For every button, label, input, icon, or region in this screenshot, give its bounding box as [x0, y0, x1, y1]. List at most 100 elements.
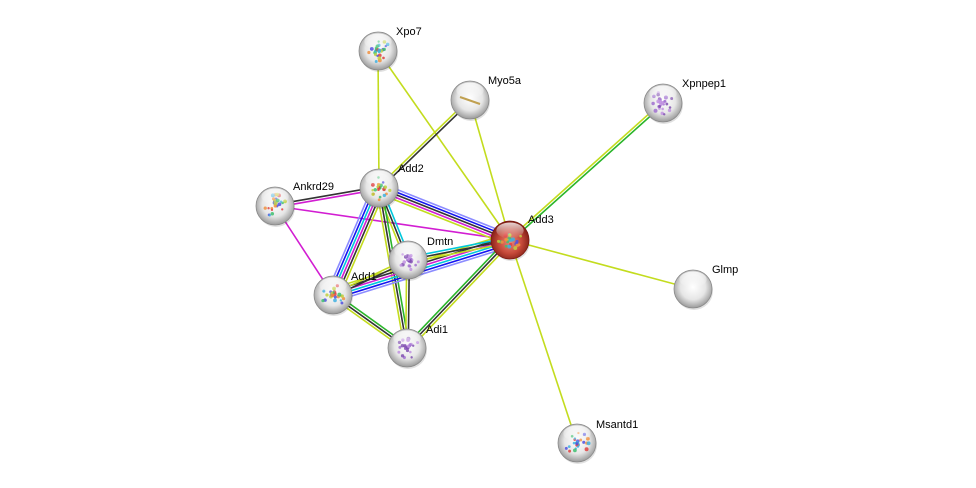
- node-add1[interactable]: Add1: [313, 271, 377, 316]
- structure-glyph: [398, 345, 402, 349]
- node-gloss: [364, 33, 392, 50]
- structure-glyph: [409, 267, 413, 272]
- edge-evidence-textmining: [469, 99, 511, 241]
- edge-evidence-textmining: [377, 98, 470, 188]
- structure-glyph: [667, 108, 672, 113]
- edge-evidence-neighborhood: [404, 237, 509, 347]
- structure-glyph: [665, 102, 669, 106]
- structure-glyph: [568, 449, 572, 453]
- structure-glyph: [263, 206, 267, 210]
- structure-glyph: [572, 441, 576, 445]
- structure-glyph: [340, 294, 344, 298]
- node-adi1[interactable]: Adi1: [387, 324, 448, 369]
- node-glmp[interactable]: Glmp: [673, 264, 738, 310]
- edge-evidence-coexpression: [406, 239, 511, 349]
- node-ankrd29[interactable]: Ankrd29: [255, 181, 334, 227]
- node-label: Myo5a: [488, 75, 522, 87]
- edge-evidence-textmining: [377, 50, 511, 241]
- node-label: Add2: [398, 163, 424, 175]
- edge-myo5a-add2[interactable]: [377, 98, 472, 190]
- edge-add2-add3[interactable]: [376, 182, 513, 246]
- structure-glyph: [662, 102, 665, 105]
- structure-glyph: [376, 54, 379, 58]
- node-xpo7[interactable]: Xpo7: [358, 26, 422, 72]
- structure-glyph: [281, 208, 284, 211]
- structure-glyph: [333, 298, 337, 303]
- structure-glyph: [504, 244, 508, 248]
- structure-glyph: [515, 243, 519, 248]
- structure-glyph: [567, 445, 571, 448]
- structure-glyph: [575, 442, 579, 445]
- structure-glyph: [371, 192, 375, 196]
- node-dmtn[interactable]: Dmtn: [388, 236, 453, 281]
- structure-glyph: [586, 441, 591, 446]
- structure-glyph: [339, 299, 342, 302]
- node-gloss: [679, 271, 707, 288]
- structure-glyph: [661, 107, 664, 111]
- edge-evidence-textmining: [508, 101, 663, 240]
- structure-glyph: [651, 101, 655, 106]
- structure-glyph: [509, 238, 513, 242]
- edge-evidence-homology: [379, 184, 512, 239]
- structure-glyph: [321, 298, 325, 303]
- edge-evidence-textmining: [338, 190, 386, 298]
- node-add2[interactable]: Add2: [359, 163, 424, 209]
- structure-glyph: [367, 50, 371, 55]
- edge-evidence-experiments: [377, 189, 510, 244]
- edge-evidence-neighborhood: [510, 103, 665, 242]
- structure-glyph: [459, 96, 481, 105]
- structure-glyph: [668, 106, 672, 109]
- structure-glyph: [653, 108, 658, 113]
- structure-glyph: [410, 356, 413, 359]
- structure-glyph: [337, 292, 342, 297]
- structure-glyph: [564, 446, 568, 450]
- node-gloss: [394, 242, 422, 259]
- edge-evidence-cooccurrence: [334, 245, 513, 302]
- edge-add2-add1[interactable]: [326, 185, 386, 298]
- edge-evidence-databases: [331, 187, 379, 295]
- structure-glyph: [507, 244, 512, 249]
- node-label: Xpo7: [396, 26, 422, 38]
- structure-glyph: [504, 238, 508, 242]
- structure-glyph: [399, 263, 403, 267]
- node-myo5a[interactable]: Myo5a: [450, 75, 522, 121]
- edge-evidence-homology: [328, 186, 377, 294]
- node-label: Ankrd29: [293, 181, 334, 193]
- node-msantd1[interactable]: Msantd1: [557, 419, 638, 464]
- structure-glyph: [400, 354, 405, 358]
- node-label: Add1: [351, 271, 377, 283]
- edge-glmp-add3[interactable]: [509, 239, 694, 290]
- node-label: Msantd1: [596, 419, 638, 431]
- structure-glyph: [515, 239, 519, 244]
- structure-glyph: [268, 214, 271, 217]
- structure-glyph: [377, 198, 381, 202]
- node-add3[interactable]: Add3: [490, 214, 554, 261]
- edge-evidence-cooccurrence: [380, 182, 513, 236]
- structure-glyph: [341, 297, 346, 301]
- node-gloss: [456, 82, 484, 99]
- node-label: Adi1: [426, 324, 448, 336]
- structure-glyph: [584, 447, 589, 452]
- structure-glyph: [513, 246, 518, 250]
- edge-myo5a-add3[interactable]: [469, 99, 511, 241]
- node-label: Dmtn: [427, 236, 453, 248]
- edge-evidence-coexpression: [378, 187, 511, 241]
- structure-glyph: [407, 264, 411, 268]
- edge-xpnpep1-add3[interactable]: [508, 101, 665, 242]
- edge-evidence-textmining: [377, 50, 380, 189]
- edge-msantd1-add3[interactable]: [509, 239, 578, 444]
- edge-adi1-add3[interactable]: [404, 237, 513, 351]
- structure-glyph: [374, 60, 378, 63]
- node-gloss: [563, 425, 591, 442]
- edge-evidence-cooccurrence: [326, 185, 374, 293]
- edge-xpo7-add2[interactable]: [377, 50, 380, 189]
- node-gloss: [365, 170, 393, 187]
- edge-evidence-experiments: [333, 188, 381, 296]
- edge-xpo7-add3[interactable]: [377, 50, 511, 241]
- edge-evidence-textmining: [376, 192, 509, 246]
- node-xpnpep1[interactable]: Xpnpep1: [643, 78, 726, 124]
- node-gloss: [319, 277, 347, 294]
- edge-evidence-coexpression: [335, 189, 384, 297]
- structure-glyph: [663, 113, 666, 116]
